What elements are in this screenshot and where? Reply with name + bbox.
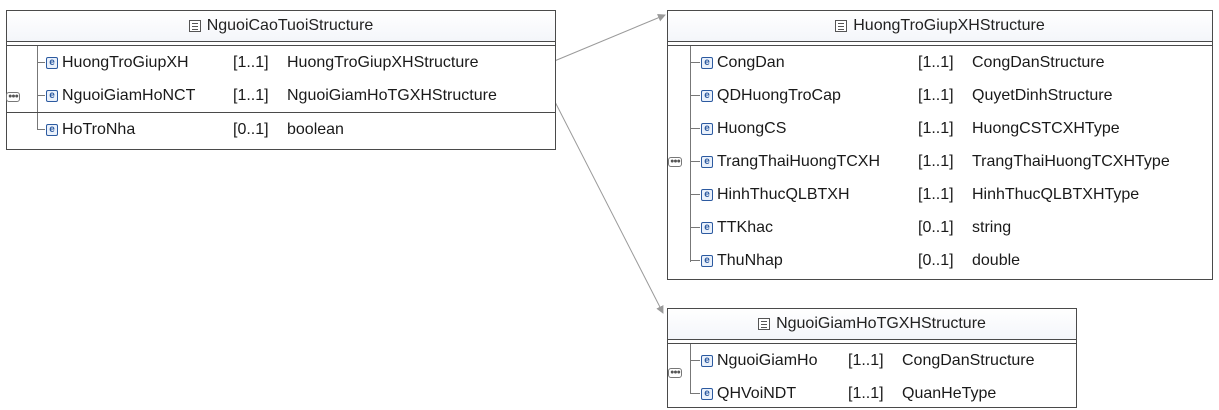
element-icon: e (701, 122, 713, 135)
element-type: CongDanStructure (972, 53, 1105, 71)
element-type: HuongTroGiupXHStructure (287, 53, 479, 71)
element-row[interactable]: e HuongTroGiupXH [1..1] HuongTroGiupXHSt… (7, 46, 555, 79)
element-row[interactable]: e HinhThucQLBTXH [1..1] HinhThucQLBTXHTy… (668, 178, 1212, 211)
cardinality: [1..1] (918, 53, 954, 71)
element-icon: e (701, 221, 713, 234)
complex-type-icon (758, 318, 771, 330)
element-type: QuyetDinhStructure (972, 86, 1113, 104)
element-icon: e (701, 387, 713, 400)
element-type: TrangThaiHuongTCXHType (972, 152, 1170, 170)
structure-box-nguoicaotuoi[interactable]: NguoiCaoTuoiStructure e HuongTroGiupXH [… (6, 10, 556, 150)
cardinality: [1..1] (848, 384, 884, 402)
element-type: HinhThucQLBTXHType (972, 185, 1140, 203)
element-row[interactable]: e QDHuongTroCap [1..1] QuyetDinhStructur… (668, 79, 1212, 112)
element-name: NguoiGiamHoNCT (62, 86, 196, 104)
element-icon: e (701, 155, 713, 168)
element-row[interactable]: e HuongCS [1..1] HuongCSTCXHType (668, 112, 1212, 145)
box-header: NguoiGiamHoTGXHStructure (668, 309, 1076, 340)
structure-box-huongtrogiupxh[interactable]: HuongTroGiupXHStructure e CongDan [1..1]… (667, 10, 1213, 280)
element-type: QuanHeType (902, 384, 997, 402)
element-name: ThuNhap (717, 251, 783, 269)
element-icon: e (46, 56, 58, 69)
cardinality: [0..1] (918, 218, 954, 236)
element-type: NguoiGiamHoTGXHStructure (287, 86, 497, 104)
cardinality: [1..1] (233, 53, 269, 71)
element-row[interactable]: e NguoiGiamHo [1..1] CongDanStructure (668, 344, 1076, 377)
element-row[interactable]: e TrangThaiHuongTCXH [1..1] TrangThaiHuo… (668, 145, 1212, 178)
element-name: CongDan (717, 53, 785, 71)
element-type: boolean (287, 120, 344, 138)
cardinality: [0..1] (918, 251, 954, 269)
sequence-compositor-icon[interactable]: ●●● (6, 92, 20, 102)
sequence-compositor-icon[interactable]: ●●● (668, 368, 682, 378)
element-row[interactable]: e NguoiGiamHoNCT [1..1] NguoiGiamHoTGXHS… (7, 79, 555, 112)
element-row[interactable]: e TTKhac [0..1] string (668, 211, 1212, 244)
element-icon: e (701, 188, 713, 201)
element-type: double (972, 251, 1021, 269)
element-icon: e (701, 89, 713, 102)
element-type: CongDanStructure (902, 351, 1035, 369)
element-type: string (972, 218, 1012, 236)
element-name: QDHuongTroCap (717, 86, 841, 104)
cardinality: [1..1] (233, 86, 269, 104)
element-row[interactable]: e QHVoiNDT [1..1] QuanHeType (668, 377, 1076, 410)
element-icon: e (701, 254, 713, 267)
element-name: TTKhac (717, 218, 774, 236)
cardinality: [1..1] (918, 185, 954, 203)
box-header: HuongTroGiupXHStructure (668, 11, 1212, 42)
element-name: TrangThaiHuongTCXH (717, 152, 881, 170)
element-name: HoTroNha (62, 120, 136, 138)
structure-box-nguoigiamhotgxh[interactable]: NguoiGiamHoTGXHStructure e NguoiGiamHo [… (667, 308, 1077, 408)
cardinality: [0..1] (233, 120, 269, 138)
complex-type-icon (188, 20, 201, 32)
element-row[interactable]: e CongDan [1..1] CongDanStructure (668, 46, 1212, 79)
cardinality: [1..1] (848, 351, 884, 369)
element-icon: e (46, 89, 58, 102)
cardinality: [1..1] (918, 119, 954, 137)
box-title: NguoiCaoTuoiStructure (206, 17, 374, 34)
link-nguoigiamho (551, 95, 664, 314)
element-icon: e (701, 56, 713, 69)
cardinality: [1..1] (918, 86, 954, 104)
sequence-compositor-icon[interactable]: ●●● (668, 157, 682, 167)
element-row[interactable]: e ThuNhap [0..1] double (668, 244, 1212, 277)
cardinality: [1..1] (918, 152, 954, 170)
element-name: HinhThucQLBTXH (717, 185, 850, 203)
box-title: HuongTroGiupXHStructure (853, 17, 1045, 34)
element-icon: e (46, 123, 58, 136)
link-huongtrogiup (551, 13, 666, 63)
element-name: NguoiGiamHo (717, 351, 818, 369)
box-header: NguoiCaoTuoiStructure (7, 11, 555, 42)
element-icon: e (701, 354, 713, 367)
element-row[interactable]: e HoTroNha [0..1] boolean (7, 112, 555, 146)
element-name: QHVoiNDT (717, 384, 797, 402)
element-type: HuongCSTCXHType (972, 119, 1120, 137)
element-name: HuongTroGiupXH (62, 53, 189, 71)
box-title: NguoiGiamHoTGXHStructure (776, 315, 986, 332)
complex-type-icon (835, 20, 848, 32)
element-name: HuongCS (717, 119, 787, 137)
